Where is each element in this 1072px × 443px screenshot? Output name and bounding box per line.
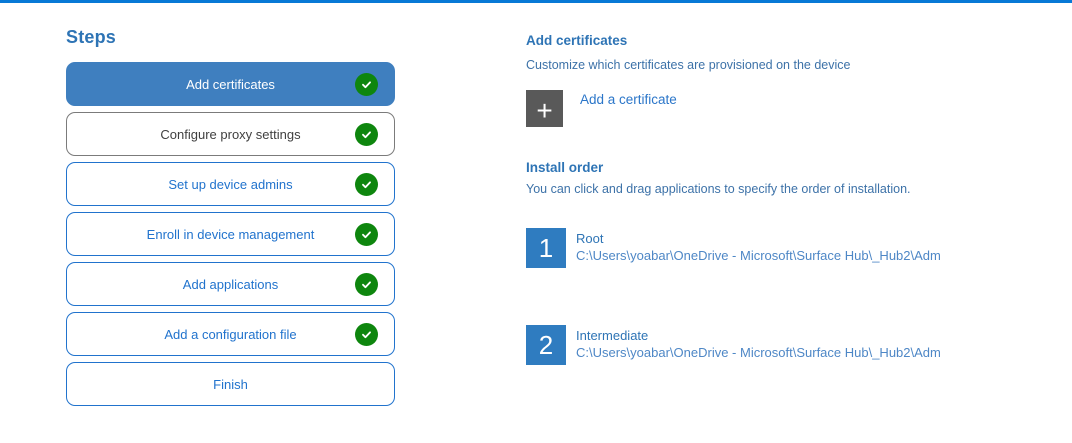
pane-title: Add certificates: [526, 33, 628, 48]
step-add-certificates[interactable]: Add certificates: [66, 62, 395, 106]
step-label: Add a configuration file: [164, 326, 297, 342]
completed-check-icon: [355, 172, 378, 196]
completed-check-icon: [355, 72, 378, 96]
order-item-text: Intermediate C:\Users\yoabar\OneDrive - …: [576, 327, 941, 361]
install-order-item-intermediate[interactable]: 2 Intermediate C:\Users\yoabar\OneDrive …: [526, 325, 1072, 365]
step-configure-proxy-settings[interactable]: Configure proxy settings: [66, 112, 395, 156]
certificate-path: C:\Users\yoabar\OneDrive - Microsoft\Sur…: [576, 248, 941, 263]
add-certificate-label: Add a certificate: [580, 92, 677, 107]
step-add-a-configuration-file[interactable]: Add a configuration file: [66, 312, 395, 356]
completed-check-icon: [355, 122, 378, 146]
step-label: Add applications: [182, 276, 279, 292]
order-number-badge: 2: [526, 325, 566, 365]
install-order-description: You can click and drag applications to s…: [526, 182, 911, 196]
top-accent-bar: [0, 0, 1072, 3]
install-order-title: Install order: [526, 160, 604, 175]
step-label: Add certificates: [186, 76, 275, 92]
step-finish[interactable]: Finish: [66, 362, 395, 406]
completed-check-icon: [355, 222, 378, 246]
order-item-text: Root C:\Users\yoabar\OneDrive - Microsof…: [576, 230, 941, 264]
step-label: Set up device admins: [168, 176, 293, 192]
order-number-badge: 1: [526, 228, 566, 268]
step-enroll-in-device-management[interactable]: Enroll in device management: [66, 212, 395, 256]
certificate-path: C:\Users\yoabar\OneDrive - Microsoft\Sur…: [576, 345, 941, 360]
install-order-item-root[interactable]: 1 Root C:\Users\yoabar\OneDrive - Micros…: [526, 228, 1072, 268]
certificate-name: Intermediate: [576, 328, 649, 343]
step-set-up-device-admins[interactable]: Set up device admins: [66, 162, 395, 206]
certificate-name: Root: [576, 231, 604, 246]
add-certificates-pane: Add certificates Customize which certifi…: [526, 33, 1072, 365]
step-label: Finish: [213, 376, 248, 392]
steps-panel-title: Steps: [66, 27, 117, 47]
pane-description: Customize which certificates are provisi…: [526, 58, 851, 72]
step-label: Configure proxy settings: [160, 126, 301, 142]
add-certificate-button[interactable]: + Add a certificate: [526, 90, 677, 127]
steps-panel: Steps Add certificates Configure proxy s…: [66, 27, 395, 412]
step-label: Enroll in device management: [146, 226, 315, 242]
install-order-list: 1 Root C:\Users\yoabar\OneDrive - Micros…: [526, 228, 1072, 365]
step-add-applications[interactable]: Add applications: [66, 262, 395, 306]
plus-icon: +: [526, 90, 563, 127]
completed-check-icon: [355, 322, 378, 346]
completed-check-icon: [355, 272, 378, 296]
